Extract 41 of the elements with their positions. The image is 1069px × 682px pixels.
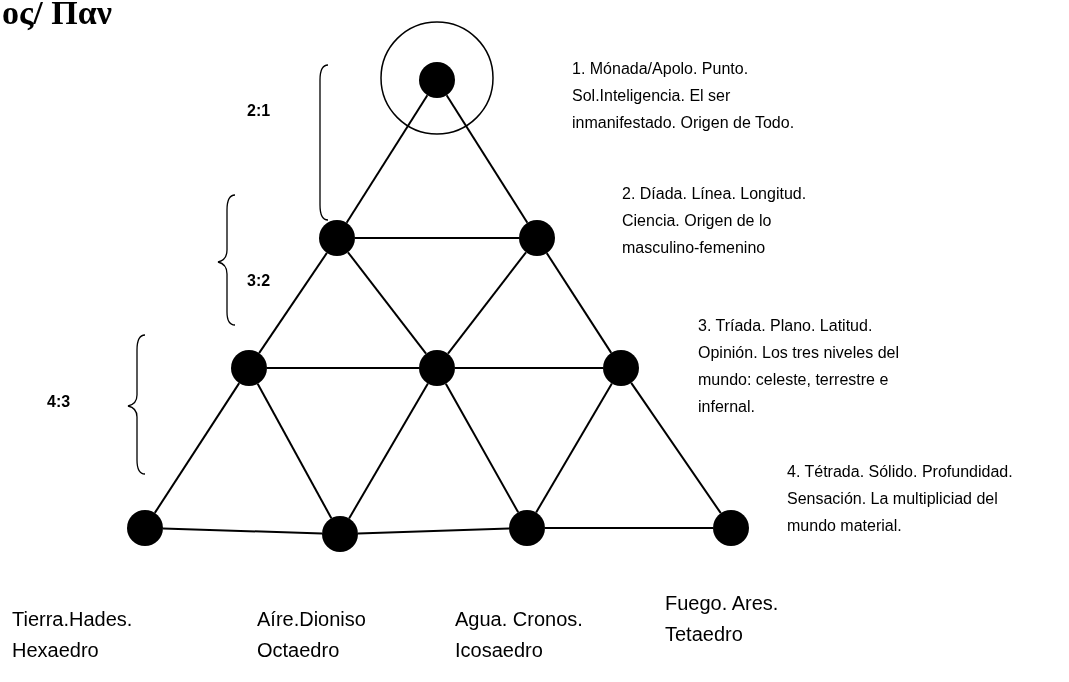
dot: [419, 350, 455, 386]
description: 2. Díada. Línea. Longitud. Ciencia. Origen de lo masculino-femenino: [622, 184, 808, 258]
ratio-label: 4:3: [47, 393, 72, 411]
dot: [419, 62, 455, 98]
line: [346, 251, 428, 355]
description: 3. Tríada. Plano. Latitud. Opinión. Los tres niveles del mundo: celeste, terrestre e infernal.: [698, 316, 900, 417]
line: [444, 382, 520, 514]
dot: [519, 220, 555, 256]
line: [162, 527, 323, 535]
dot: [713, 510, 749, 546]
line: [256, 382, 333, 520]
line: [153, 382, 241, 514]
dot: [603, 350, 639, 386]
circle: [380, 21, 494, 135]
line: [345, 94, 429, 224]
node-label: Tierra.Hades. Hexaedro: [12, 607, 134, 663]
description: 4. Tétrada. Sólido. Profundidad. Sensación. La multipliciad del mundo material.: [787, 462, 1014, 536]
dot: [509, 510, 545, 546]
line: [258, 251, 328, 355]
line: [348, 382, 429, 520]
line: [354, 237, 520, 239]
line: [544, 527, 714, 529]
line: [630, 381, 722, 515]
dot: [231, 350, 267, 386]
line: [357, 527, 510, 535]
ratio-label: 2:1: [247, 102, 272, 120]
dot: [319, 220, 355, 256]
line: [535, 382, 613, 514]
dot: [322, 516, 358, 552]
heading: ος/ Παν: [2, 0, 112, 32]
line: [445, 94, 529, 224]
node-label: Fuego. Ares. Tetaedro: [665, 591, 780, 647]
dot: [127, 510, 163, 546]
node-label: Aíre.Dioniso Octaedro: [257, 607, 367, 663]
line: [266, 367, 420, 369]
line: [454, 367, 604, 369]
node-label: Agua. Cronos. Icosaedro: [455, 607, 584, 663]
ratio-label: 3:2: [247, 272, 272, 290]
line: [545, 252, 613, 354]
description: 1. Mónada/Apolo. Punto. Sol.Inteligencia. El ser inmanifestado. Origen de Todo.: [572, 59, 796, 133]
line: [446, 251, 528, 355]
